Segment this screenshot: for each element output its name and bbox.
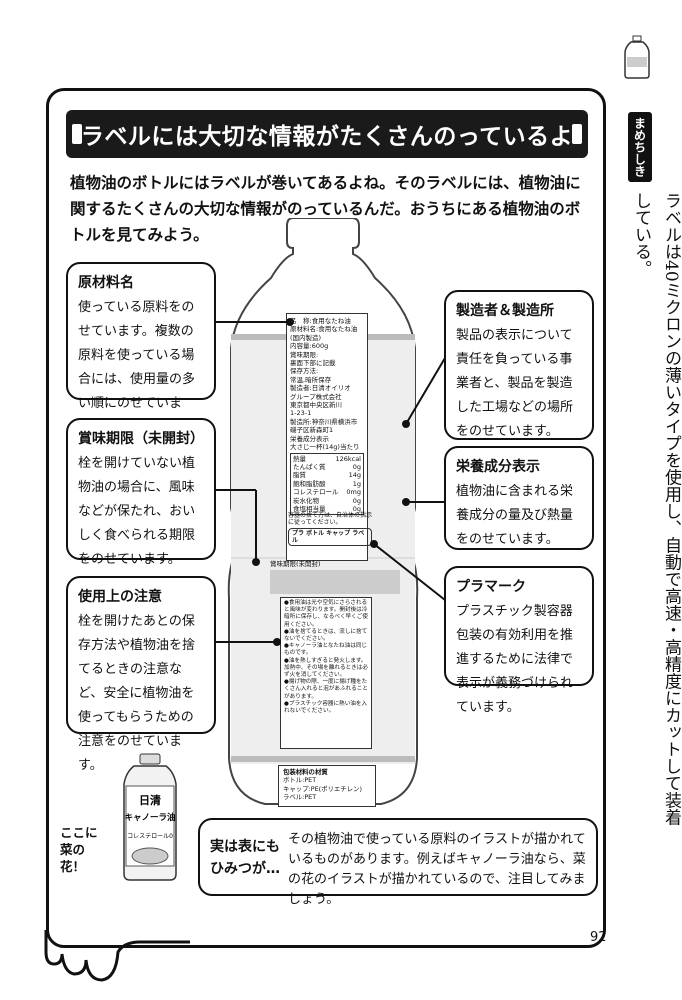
label-line: 賞味期限:: [290, 350, 319, 359]
label-line: 大さじ一杯(14g)当たり: [290, 443, 360, 452]
callout-manufacturer: 製造者＆製造所 製品の表示について責任を負っている事業者と、製品を製造した工場な…: [444, 290, 594, 440]
caution-panel: ●食用油は光や空気にさらされると風味が変わります。開封後は冷暗所に保存し、なるべ…: [280, 597, 372, 749]
callout-expiry: 賞味期限（未開封） 栓を開けていない植物油の場合に、風味などが保たれ、おいしく食…: [66, 418, 216, 567]
nutrition-name: たんぱく質: [293, 462, 326, 471]
bottle-label-panel: 名 称:食用なたね油 原材料名:食用なたね油 (国内製造) 内容量:600g 賞…: [286, 313, 368, 561]
label-line: 1-23-1: [290, 409, 312, 418]
label-line: 東京都中央区新川: [290, 401, 342, 410]
label-line: 製造者:日清オイリオ: [290, 384, 351, 393]
callout-title: 製造者＆製造所: [456, 303, 554, 319]
label-line: 製造所:神奈川県横浜市: [290, 417, 358, 426]
nutrition-row: 脂質 14g: [293, 471, 361, 479]
secret-box: 実は表にもひみつが… その植物油で使っている原料のイラストが描かれているものがあ…: [198, 818, 598, 907]
nutrition-table: 熱量 126kcal たんぱく質 0g 脂質 14g 飽和脂肪酸 1g コレステ…: [290, 452, 364, 516]
nutrition-row: たんぱく質 0g: [293, 463, 361, 471]
recycle-text: 容器の捨て方は、自治体の指示に従ってください。: [288, 512, 373, 526]
nutrition-value: 0g: [352, 504, 361, 513]
callout-body: 栓を開けていない植物油の場合に、風味などが保たれ、おいしく食べられる期限をのせて…: [78, 456, 196, 567]
nutrition-value: 0mg: [346, 488, 361, 497]
nutrition-value: 0g: [352, 496, 361, 505]
label-line: 磯子区新森町1: [290, 426, 334, 435]
page-title: ラベルには大切な情報がたくさんのっているよ: [66, 110, 588, 158]
page-number: 92: [590, 930, 607, 945]
expiry-date-placeholder: [270, 570, 400, 594]
title-notch-right: [572, 124, 582, 144]
material-title: 包装材料の材質: [283, 768, 328, 776]
label-line: (国内製造): [290, 333, 322, 342]
nutrition-name: 食塩相当量: [293, 504, 326, 513]
expiry-label: 賞味期限(未開封): [270, 560, 321, 568]
material-line: ボトル:PET: [283, 776, 317, 785]
nutrition-name: 炭水化物: [293, 496, 319, 505]
caution-line: ●キャノーラ油となたね油は同じものです。: [284, 643, 368, 657]
nutrition-name: 熱量: [293, 454, 306, 463]
intro-text: 植物油のボトルにはラベルが巻いてあるよね。そのラベルには、植物油に関するたくさん…: [70, 174, 581, 244]
label-line: 原材料名:食用なたね油: [290, 325, 358, 334]
small-bottle-badge: コレステロール0: [127, 833, 173, 840]
small-bottle-product: キャノーラ油: [124, 812, 175, 823]
nutrition-row: 食塩相当量 0g: [293, 505, 361, 513]
side-text: ラベルは40ミクロンの薄いタイプを使用し、自動で高速・高精度にカットして装着して…: [631, 192, 681, 826]
label-line: 保存方法:: [290, 367, 319, 376]
label-line: 常温,暗所保存: [290, 375, 332, 384]
callout-title: 栄養成分表示: [456, 459, 540, 475]
caution-line: ●油を捨てるときは、流しに捨てないでください。: [284, 628, 368, 643]
callout-body: プラスチック製容器包装の有効利用を推進するために法律で表示が義務づけられています…: [456, 604, 574, 715]
nutrition-name: コレステロール: [293, 488, 339, 497]
material-panel: 包装材料の材質 ボトル:PET キャップ:PE(ポリエチレン) ラベル:PET: [278, 765, 376, 807]
page-title-text: ラベルには大切な情報がたくさんのっているよ: [80, 124, 574, 150]
pla-mark-icon: プラ ボトル キャップ ラベル: [288, 528, 372, 546]
drip-decoration: [44, 930, 190, 982]
nutrition-row: コレステロール 0mg: [293, 488, 361, 496]
caution-line: ●プラスチック容器に熱い油を入れないでください。: [284, 700, 368, 715]
nutrition-name: 飽和脂肪酸: [293, 479, 326, 488]
callout-body: 植物油に含まれる栄養成分の量及び熱量をのせています。: [456, 484, 574, 547]
material-line: ラベル:PET: [283, 793, 317, 802]
callout-caution: 使用上の注意 栓を開けたあとの保存方法や植物油を捨てるときの注意など、安全に植物…: [66, 576, 216, 773]
secret-box-lead: 実は表にもひみつが…: [210, 839, 280, 877]
recycle-info: 容器の捨て方は、自治体の指示に従ってください。 プラ ボトル キャップ ラベル: [288, 512, 372, 554]
nutrition-row: 飽和脂肪酸 1g: [293, 480, 361, 488]
label-line: グループ株式会社: [290, 392, 342, 401]
nutrition-value: 126kcal: [335, 454, 361, 463]
side-bottle-icon: [624, 35, 650, 79]
callout-title: 使用上の注意: [78, 589, 162, 605]
callout-body: 栓を開けたあとの保存方法や植物油を捨てるときの注意など、安全に植物油を使ってもら…: [78, 614, 196, 773]
nutrition-value: 1g: [352, 479, 361, 488]
caution-line: ●油を熱しすぎると発火します。加熱中、その場を離れるときは必ず火を消してください…: [284, 657, 368, 679]
nutrition-row: 熱量 126kcal: [293, 455, 361, 463]
small-bottle-brand: 日清: [139, 793, 161, 807]
callout-title: 賞味期限（未開封）: [78, 431, 204, 447]
nutrition-name: 脂質: [293, 471, 306, 480]
callout-title: プラマーク: [456, 579, 526, 595]
nutrition-value: 0g: [352, 462, 361, 471]
caution-line: ●揚げ物の際、一度に揚げ種をたくさん入れると泡があふれることがあります。: [284, 679, 368, 700]
side-column: まめちしき ラベルは40ミクロンの薄いタイプを使用し、自動で高速・高精度にカット…: [618, 30, 681, 870]
callout-title: 原材料名: [78, 275, 134, 291]
label-line: 名 称:食用なたね油: [290, 317, 351, 325]
callout-plastic: プラマーク プラスチック製容器包装の有効利用を推進するために法律で表示が義務づけ…: [444, 566, 594, 715]
callout-body: 製品の表示について責任を負っている事業者と、製品を製造した工場などの場所をのせて…: [456, 328, 574, 439]
nutrition-row: 炭水化物 0g: [293, 497, 361, 505]
label-line: 栄養成分表示: [290, 434, 329, 443]
canola-bottle-illustration: 日清 キャノーラ油 コレステロール0: [123, 753, 177, 881]
nutrition-value: 14g: [348, 471, 361, 480]
callout-body: 使っている原料をのせています。複数の原料を使っている場合には、使用量の多い順にの…: [78, 300, 196, 435]
title-notch-left: [72, 124, 82, 144]
side-tag: まめちしき: [628, 112, 652, 182]
flower-pointer-label: ここに菜の花！: [60, 825, 98, 874]
caution-line: ●食用油は光や空気にさらされると風味が変わります。開封後は冷暗所に保存し、なるべ…: [284, 600, 368, 628]
secret-box-body: その植物油で使っている原料のイラストが描かれているものがあります。例えばキャノー…: [288, 832, 586, 907]
expiry-area: 賞味期限(未開封): [270, 558, 402, 596]
callout-ingredients: 原材料名 使っている原料をのせています。複数の原料を使っている場合には、使用量の…: [66, 262, 216, 435]
label-line: 裏面下部に記載: [290, 359, 336, 368]
label-line: 内容量:600g: [290, 342, 329, 351]
material-line: キャップ:PE(ポリエチレン): [283, 784, 362, 793]
callout-nutrition: 栄養成分表示 植物油に含まれる栄養成分の量及び熱量をのせています。: [444, 446, 594, 550]
